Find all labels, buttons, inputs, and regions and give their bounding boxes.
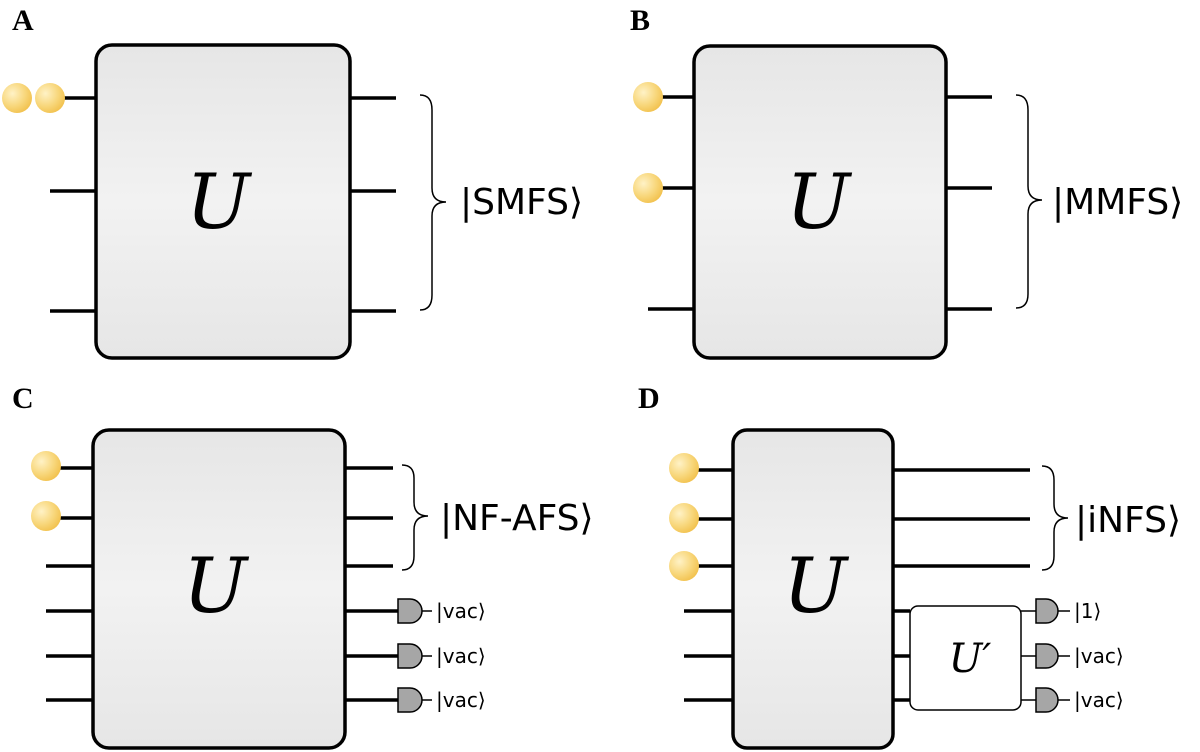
output-state-label: |iNFS⟩ (1075, 500, 1181, 541)
panel-d: D U U′ |iNFS⟩ |1⟩ |vac⟩ (638, 382, 1181, 750)
inner-unitary-label: U′ (949, 636, 992, 682)
photon-icon (669, 503, 699, 533)
unitary-box (91, 428, 347, 750)
photon-icon (35, 83, 65, 113)
detector-outcome-label: |vac⟩ (436, 688, 486, 712)
photon-icon (31, 501, 61, 531)
panel-label-b: B (630, 4, 650, 37)
panel-b: B U |MMFS⟩ (630, 4, 1183, 360)
unitary-box (731, 428, 895, 750)
unitary-label: U (186, 157, 253, 246)
photon-icon (633, 173, 663, 203)
detector-outcome-label: |vac⟩ (436, 644, 486, 668)
panel-label-d: D (638, 382, 660, 415)
output-state-label: |SMFS⟩ (460, 182, 583, 223)
detector-icon (1035, 598, 1059, 624)
detector-outcome-label: |vac⟩ (1074, 688, 1124, 712)
brace-icon (401, 464, 429, 571)
brace-icon (1015, 94, 1043, 309)
unitary-label: U (783, 541, 850, 630)
unitary-label: U (786, 157, 853, 246)
output-state-label: |NF-AFS⟩ (440, 498, 594, 539)
output-state-label: |MMFS⟩ (1052, 182, 1183, 223)
photon-icon (669, 551, 699, 581)
photon-icon (633, 82, 663, 112)
panel-a: A U |SMFS⟩ (2, 4, 583, 360)
brace-icon (1041, 465, 1069, 571)
detector-icon (1035, 687, 1059, 713)
detector-icon (397, 643, 423, 669)
photon-icon (669, 453, 699, 483)
detector-icon (1035, 643, 1059, 669)
panel-label-a: A (12, 4, 34, 37)
detector-icon (397, 598, 423, 624)
photon-icon (31, 451, 61, 481)
inner-unitary-box (909, 605, 1022, 711)
unitary-label: U (183, 541, 250, 630)
detector-icon (397, 687, 423, 713)
detector-outcome-label: |vac⟩ (436, 599, 486, 623)
unitary-box (94, 43, 352, 360)
panel-label-c: C (12, 382, 34, 415)
photon-icon (2, 83, 32, 113)
panel-c: C U |NF-AFS⟩ |vac⟩ |vac⟩ |vac⟩ (12, 382, 594, 750)
brace-icon (419, 94, 447, 311)
detector-outcome-label: |1⟩ (1074, 599, 1101, 623)
unitary-box (692, 44, 948, 360)
detector-outcome-label: |vac⟩ (1074, 644, 1124, 668)
